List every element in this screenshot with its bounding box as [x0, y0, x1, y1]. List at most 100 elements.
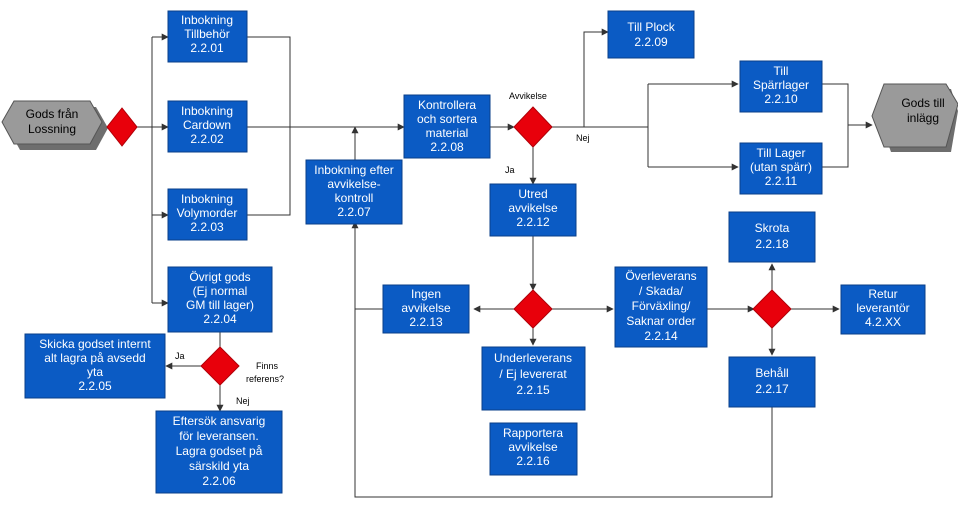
box-2214: Överleverans / Skada/ Förväxling/ Saknar…: [614, 266, 708, 348]
box-2213-line-3: 2.2.13: [409, 315, 443, 329]
box-2218-line-2: 2.2.18: [755, 237, 789, 251]
label-referens: referens?: [246, 374, 284, 384]
box-2204-line-3: GM till lager): [186, 298, 254, 312]
box-2201-line-2: Tillbehör: [184, 27, 230, 41]
box-2215-line-3: 2.2.15: [516, 383, 550, 397]
edge-2213-to-2207: [351, 221, 383, 310]
box-2208-line-1: Kontrollera: [418, 98, 476, 112]
box-2209-line-2: 2.2.09: [634, 35, 668, 49]
decision-atgard: [752, 289, 792, 329]
box-2202-line-1: Inbokning: [181, 104, 233, 118]
box-2204-line-4: 2.2.04: [203, 312, 237, 326]
box-2204-line-1: Övrigt gods: [189, 270, 250, 284]
box-2204-line-2: (Ej normal: [193, 284, 248, 298]
box-retur-line-1: Retur: [868, 287, 897, 301]
box-2213: Ingen avvikelse 2.2.13: [382, 284, 470, 334]
edge-labels: Avvikelse Nej Ja Ja Finns referens? Nej: [175, 91, 590, 406]
box-2217-line-1: Behåll: [755, 366, 788, 380]
box-2208: Kontrollera och sortera material 2.2.08: [403, 94, 491, 159]
box-2206: Eftersök ansvarig för leveransen. Lagra …: [155, 410, 283, 494]
box-2215-line-1: Underleverans: [494, 351, 572, 365]
box-2203-line-1: Inbokning: [181, 192, 233, 206]
end-terminal-line-1: Gods till: [901, 96, 944, 110]
box-2210-line-2: Spärrlager: [753, 78, 809, 92]
box-2206-line-2: för leveransen.: [179, 429, 258, 443]
box-2210-line-1: Till: [774, 64, 789, 78]
box-2207-line-3: kontroll: [335, 191, 374, 205]
box-2201: Inbokning Tillbehör 2.2.01: [167, 10, 248, 63]
decision-avvikelse: [513, 106, 553, 148]
decision-utred: [513, 289, 553, 329]
label-avvikelse: Avvikelse: [509, 91, 547, 101]
decisions: [106, 106, 792, 386]
label-nej-top: Nej: [576, 133, 590, 143]
box-retur-line-3: 4.2.XX: [865, 315, 901, 329]
box-2208-line-4: 2.2.08: [430, 140, 464, 154]
box-2206-line-5: 2.2.06: [202, 474, 236, 488]
box-2202-line-2: Cardown: [183, 118, 231, 132]
decision-finns-referens: [200, 346, 240, 386]
label-ja-left: Ja: [175, 351, 185, 361]
box-2203-line-3: 2.2.03: [190, 220, 224, 234]
box-2218-line-1: Skrota: [755, 221, 790, 235]
box-2214-line-1: Överleverans: [625, 269, 696, 283]
edge-to-2209: [552, 28, 609, 128]
box-2214-line-4: Saknar order: [626, 314, 695, 328]
box-2211-line-2: (utan spärr): [750, 160, 812, 174]
box-2205-line-2: alt lagra på avsedd: [44, 351, 145, 365]
box-2203-line-2: Volymorder: [177, 206, 238, 220]
box-2211: Till Lager (utan spärr) 2.2.11: [739, 142, 823, 195]
edge-merge-lager: [822, 83, 849, 168]
box-retur-line-2: leverantör: [856, 301, 909, 315]
box-2215: Underleverans / Ej levererat 2.2.15: [481, 346, 586, 411]
box-2216-line-1: Rapportera: [503, 426, 563, 440]
start-terminal-line-1: Gods från: [26, 107, 79, 121]
box-2218: Skrota 2.2.18: [728, 211, 816, 263]
box-retur-leverantor: Retur leverantör 4.2.XX: [840, 284, 926, 335]
box-2211-line-1: Till Lager: [757, 146, 806, 160]
end-terminal: Gods till inlägg: [871, 83, 958, 152]
box-2212: Utred avvikelse 2.2.12: [489, 183, 577, 237]
box-2213-line-2: avvikelse: [401, 301, 451, 315]
connectors: [103, 28, 873, 498]
box-2212-line-3: 2.2.12: [516, 215, 550, 229]
box-2205-line-1: Skicka godset internt: [39, 337, 151, 351]
box-2212-line-1: Utred: [518, 187, 547, 201]
label-ja-top: Ja: [505, 165, 515, 175]
box-2212-line-2: avvikelse: [508, 201, 558, 215]
box-2207-line-2: avvikelse-: [327, 177, 380, 191]
box-2214-line-5: 2.2.14: [644, 329, 678, 343]
box-2216: Rapportera avvikelse 2.2.16: [489, 422, 578, 476]
box-2207-line-4: 2.2.07: [337, 205, 371, 219]
box-2207-line-1: Inbokning efter: [314, 163, 393, 177]
box-2205-line-3: yta: [87, 365, 103, 379]
box-2211-line-3: 2.2.11: [765, 174, 798, 188]
box-2214-line-2: / Skada/: [639, 284, 684, 298]
box-2203: Inbokning Volymorder 2.2.03: [167, 188, 248, 241]
box-2210: Till Spärrlager 2.2.10: [739, 60, 823, 113]
edge-merge-2201-2203: [247, 36, 291, 216]
box-2213-line-1: Ingen: [411, 287, 441, 301]
box-2204: Övrigt gods (Ej normal GM till lager) 2.…: [167, 266, 273, 333]
box-2208-line-3: material: [426, 126, 469, 140]
edge-behall-loop: [354, 309, 773, 498]
box-2205-line-4: 2.2.05: [78, 379, 112, 393]
box-2217: Behåll 2.2.17: [728, 356, 816, 408]
end-terminal-line-2: inlägg: [907, 111, 939, 125]
box-2214-line-3: Förväxling/: [632, 299, 691, 313]
label-finns: Finns: [256, 361, 279, 371]
box-2206-line-1: Eftersök ansvarig: [173, 414, 266, 428]
box-2210-line-3: 2.2.10: [764, 92, 798, 106]
box-2205: Skicka godset internt alt lagra på avsed…: [24, 333, 166, 399]
box-2202-line-3: 2.2.02: [190, 132, 224, 146]
box-2206-line-3: Lagra godset på: [176, 444, 263, 458]
box-2216-line-2: avvikelse: [508, 440, 558, 454]
decision-start: [106, 107, 138, 147]
box-2208-line-2: och sortera: [417, 112, 477, 126]
box-2215-line-2: / Ej levererat: [499, 367, 567, 381]
label-nej-bottom: Nej: [236, 396, 250, 406]
start-terminal: Gods från Lossning: [1, 100, 108, 150]
box-2209-line-1: Till Plock: [627, 20, 676, 34]
box-2207: Inbokning efter avvikelse- kontroll 2.2.…: [305, 159, 403, 225]
